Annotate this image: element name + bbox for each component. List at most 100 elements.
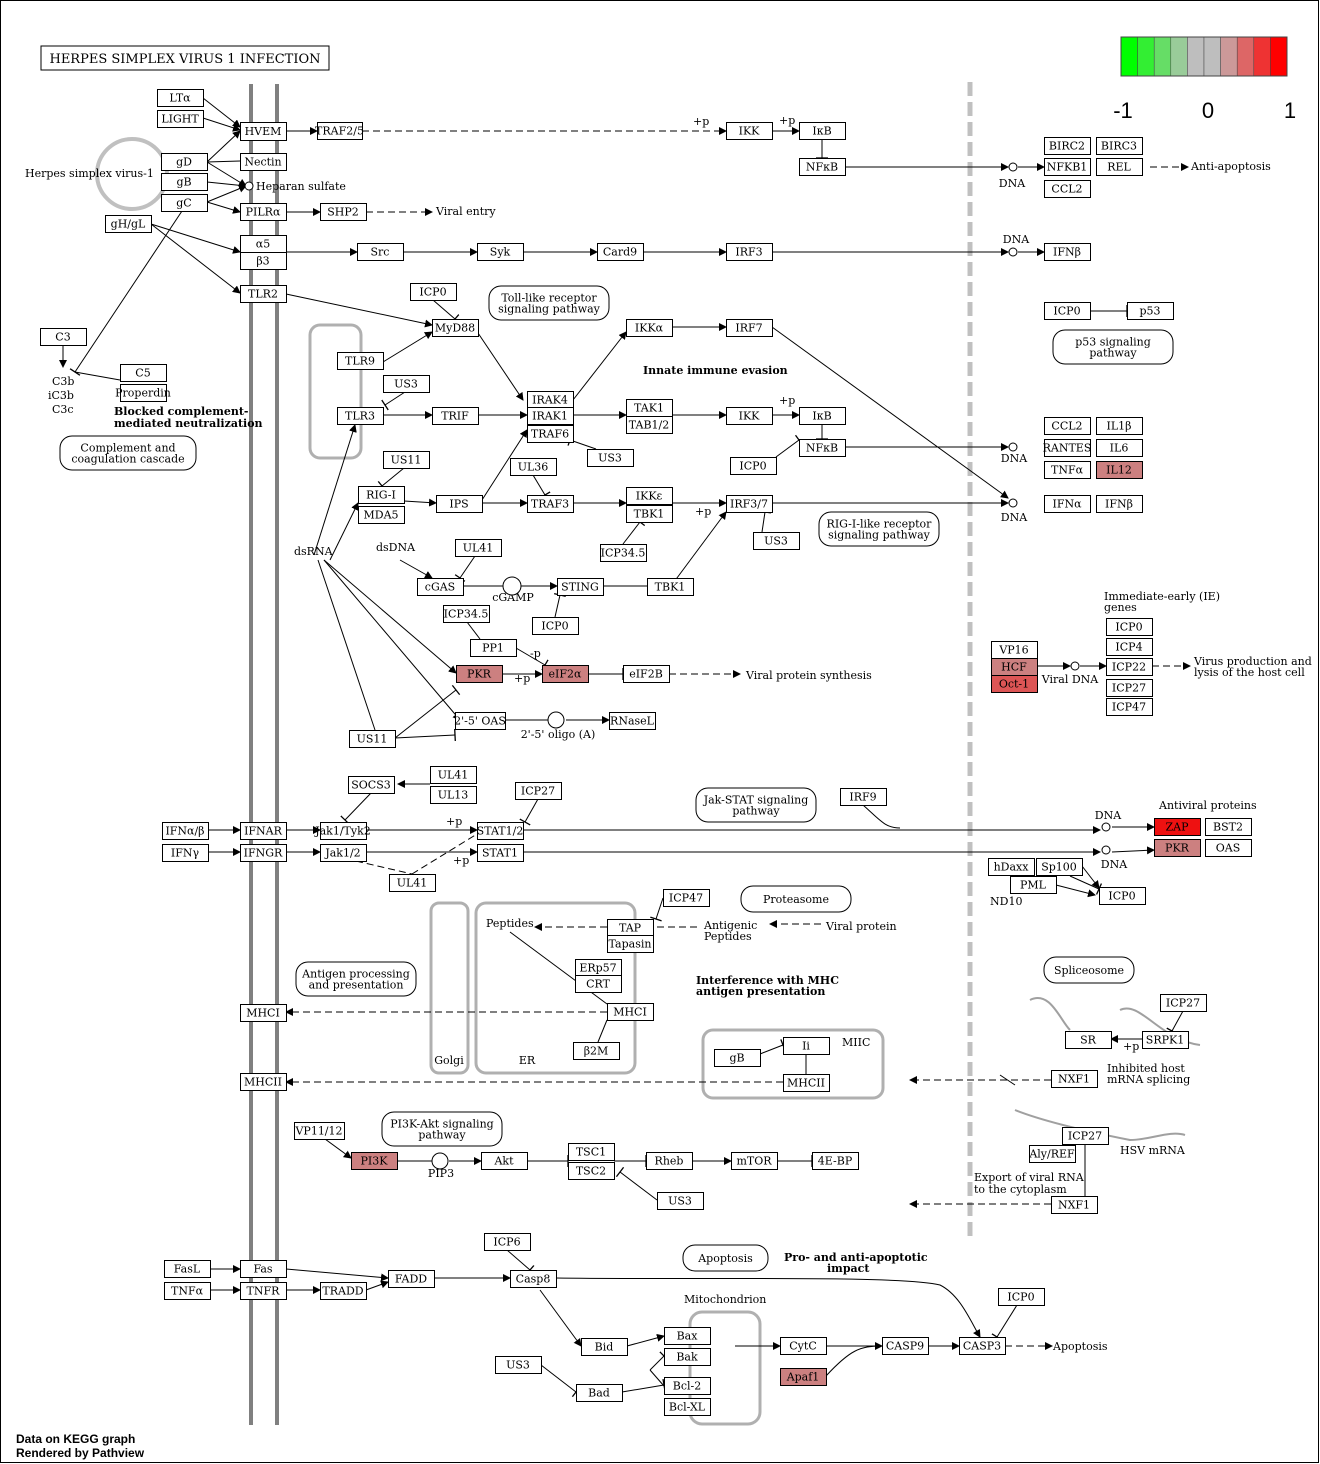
gene-node-ZAP[interactable]: ZAP [1154, 818, 1201, 836]
gene-node-NXF1_b[interactable]: NXF1 [1051, 1196, 1098, 1214]
gene-node-Oct1[interactable]: Oct-1 [991, 675, 1038, 693]
gene-node-STAT1[interactable]: STAT1 [477, 844, 524, 862]
gene-node-MHCI_mem[interactable]: MHCI [240, 1004, 287, 1022]
gene-node-OAS[interactable]: OAS [1205, 839, 1252, 857]
gene-node-Nectin[interactable]: Nectin [240, 153, 287, 171]
gene-node-ICP0_nfkb[interactable]: ICP0 [730, 457, 777, 475]
gene-node-TNFa_mid[interactable]: TNFα [1044, 461, 1091, 479]
gene-node-FasL[interactable]: FasL [164, 1260, 211, 1278]
gene-node-US3_a[interactable]: US3 [383, 375, 430, 393]
gene-node-ICP345_a[interactable]: ICP34.5 [600, 544, 647, 562]
gene-node-IKK_mid[interactable]: IKK [726, 407, 773, 425]
gene-node-ERp57[interactable]: ERp57 [575, 959, 622, 977]
gene-node-IkB_mid[interactable]: IκB [799, 407, 846, 425]
gene-node-NFKB1[interactable]: NFKB1 [1044, 158, 1091, 176]
gene-node-Akt[interactable]: Akt [481, 1152, 528, 1170]
gene-node-IL12[interactable]: IL12 [1096, 461, 1143, 479]
gene-node-a5[interactable]: α5 [240, 235, 287, 253]
gene-node-Bak[interactable]: Bak [664, 1348, 711, 1366]
gene-node-IRF3[interactable]: IRF3 [726, 243, 773, 261]
gene-node-TLR3[interactable]: TLR3 [337, 407, 384, 425]
gene-node-C3[interactable]: C3 [40, 328, 87, 346]
gene-node-4EBP[interactable]: 4E-BP [812, 1152, 859, 1170]
gene-node-Jak1Tyk2[interactable]: Jak1/Tyk2 [314, 822, 371, 840]
gene-node-hDaxx[interactable]: hDaxx [988, 858, 1035, 876]
gene-node-CCL2_top[interactable]: CCL2 [1044, 180, 1091, 198]
gene-node-TBK1_a[interactable]: TBK1 [626, 505, 673, 523]
gene-node-STING[interactable]: STING [557, 578, 604, 596]
gene-node-TAP[interactable]: TAP [607, 919, 654, 937]
gene-node-HVEM[interactable]: HVEM [240, 122, 287, 141]
gene-node-ICP0_sting[interactable]: ICP0 [532, 617, 579, 635]
gene-node-RANTES[interactable]: RANTES [1043, 439, 1092, 457]
gene-node-ICP27_jak[interactable]: ICP27 [515, 782, 562, 800]
gene-node-IL6[interactable]: IL6 [1096, 439, 1143, 457]
gene-node-cGAS[interactable]: cGAS [417, 578, 464, 596]
gene-node-IKKe[interactable]: IKKε [626, 487, 673, 505]
gene-node-PI3K[interactable]: PI3K [351, 1152, 398, 1170]
gene-node-IFNb_top[interactable]: IFNβ [1044, 243, 1091, 261]
gene-node-IFNa[interactable]: IFNα [1044, 495, 1091, 513]
gene-node-NFkB_mid[interactable]: NFκB [799, 439, 846, 457]
gene-node-Jak12[interactable]: Jak1/2 [320, 844, 367, 862]
gene-node-ICP6[interactable]: ICP6 [484, 1233, 531, 1251]
gene-node-Apaf1[interactable]: Apaf1 [780, 1368, 827, 1386]
pathway-link-proteasome[interactable]: Proteasome [740, 885, 852, 913]
gene-node-ICP0_p53[interactable]: ICP0 [1044, 302, 1091, 320]
gene-node-Ii[interactable]: Ii [783, 1037, 830, 1055]
gene-node-Fas[interactable]: Fas [240, 1260, 287, 1278]
gene-node-IRAK4[interactable]: IRAK4 [527, 391, 574, 409]
gene-node-SR[interactable]: SR [1065, 1031, 1112, 1049]
gene-node-CytC[interactable]: CytC [780, 1337, 827, 1355]
gene-node-RNaseL[interactable]: RNaseL [609, 712, 656, 730]
gene-node-STAT12[interactable]: STAT1/2 [477, 822, 524, 840]
gene-node-Src[interactable]: Src [357, 243, 404, 261]
gene-node-VP1112[interactable]: VP11/12 [294, 1122, 345, 1140]
gene-node-CASP3[interactable]: CASP3 [959, 1337, 1006, 1355]
gene-node-AlyREF[interactable]: Aly/REF [1028, 1145, 1076, 1163]
gene-node-IKKa[interactable]: IKKα [626, 319, 673, 337]
gene-node-TBK1_b[interactable]: TBK1 [647, 578, 694, 596]
gene-node-gD[interactable]: gD [161, 153, 208, 171]
gene-node-IRAK1[interactable]: IRAK1 [527, 407, 574, 425]
gene-node-Sp100[interactable]: Sp100 [1036, 858, 1083, 876]
gene-node-ICP27_aly[interactable]: ICP27 [1062, 1127, 1109, 1145]
gene-node-PILRa[interactable]: PILRα [240, 203, 287, 221]
gene-node-TLR2[interactable]: TLR2 [240, 285, 287, 303]
gene-node-US3_d[interactable]: US3 [657, 1192, 704, 1210]
gene-node-Rheb[interactable]: Rheb [646, 1152, 693, 1170]
gene-node-PP1[interactable]: PP1 [470, 639, 517, 657]
gene-node-TRAF6[interactable]: TRAF6 [527, 425, 574, 443]
gene-node-ICP47_ie[interactable]: ICP47 [1106, 698, 1153, 716]
gene-node-US3_c[interactable]: US3 [753, 532, 800, 550]
gene-node-UL41_c[interactable]: UL41 [389, 874, 436, 892]
gene-node-NFkB_top[interactable]: NFκB [799, 158, 846, 176]
gene-node-ICP4[interactable]: ICP4 [1106, 638, 1153, 656]
gene-node-p53[interactable]: p53 [1127, 302, 1174, 320]
gene-node-ICP27_srpk[interactable]: ICP27 [1160, 994, 1207, 1012]
gene-node-b2M[interactable]: β2M [573, 1042, 620, 1060]
gene-node-ICP0_pml[interactable]: ICP0 [1099, 887, 1146, 905]
gene-node-BIRC3[interactable]: BIRC3 [1096, 137, 1143, 155]
gene-node-ICP0_myd[interactable]: ICP0 [410, 283, 457, 301]
gene-node-IRF7[interactable]: IRF7 [726, 319, 773, 337]
gene-node-RIGI[interactable]: RIG-I [358, 486, 405, 504]
gene-node-ICP27_ie[interactable]: ICP27 [1106, 679, 1153, 697]
gene-node-VP16[interactable]: VP16 [991, 641, 1038, 659]
gene-node-eIF2a[interactable]: eIF2α [542, 665, 589, 683]
gene-node-MyD88[interactable]: MyD88 [432, 319, 479, 337]
gene-node-MHCI_er[interactable]: MHCI [607, 1003, 654, 1021]
gene-node-TRAF25[interactable]: TRAF2/5 [315, 122, 364, 140]
gene-node-ICP0_ie[interactable]: ICP0 [1106, 618, 1153, 636]
gene-node-UL41_a[interactable]: UL41 [455, 539, 502, 557]
gene-node-Bcl2[interactable]: Bcl-2 [664, 1377, 711, 1395]
gene-node-LIGHT[interactable]: LIGHT [157, 110, 204, 128]
gene-node-TAK1[interactable]: TAK1 [626, 399, 673, 417]
gene-node-US3_b[interactable]: US3 [587, 449, 634, 467]
gene-node-US3_e[interactable]: US3 [495, 1356, 542, 1374]
gene-node-UL41_b[interactable]: UL41 [430, 766, 477, 784]
gene-node-mTOR[interactable]: mTOR [731, 1152, 778, 1170]
